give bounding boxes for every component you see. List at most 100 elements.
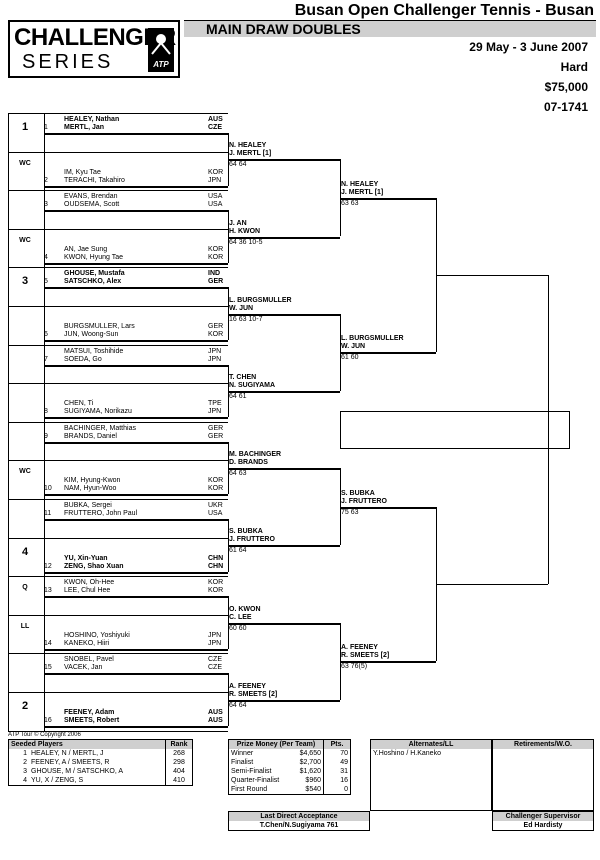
player-name: HOSHINO, Yoshiyuki <box>64 631 130 639</box>
player-name: KWON, Hyung Tae <box>64 253 124 261</box>
retirements-box: Retirements/W.O. <box>492 739 594 811</box>
player-country: KOR <box>208 168 224 176</box>
prize-money: $1,620 <box>289 767 324 776</box>
player-name: YU, Xin-Yuan <box>64 554 108 562</box>
player-country: JPN <box>208 408 222 416</box>
rank-header: Rank <box>165 739 193 749</box>
line-separator <box>8 692 228 693</box>
qf-winner: N. HEALEY <box>341 180 379 188</box>
player-name: SOEDA, Go <box>64 355 102 363</box>
team-line <box>44 133 228 135</box>
round2-winner: N. SUGIYAMA <box>229 381 276 389</box>
prize-money: $540 <box>289 785 324 795</box>
draw-position: 16 <box>44 717 52 724</box>
team-line <box>44 210 228 213</box>
player-country: AUS <box>208 709 223 716</box>
round2-winner: O. KWON <box>229 605 261 613</box>
qf-score: 75 63 <box>341 508 359 516</box>
prize-points: 0 <box>344 786 348 793</box>
round2-winner: A. FEENEY <box>229 682 266 690</box>
player-name: SATSCHKO, Alex <box>64 278 122 286</box>
draw-position: 5 <box>44 278 48 286</box>
team-line <box>44 494 228 497</box>
player-name: BUBKA, Sergei <box>64 502 112 509</box>
player-country: USA <box>208 510 223 517</box>
seed-label: 3 <box>21 275 29 288</box>
player-country: CZE <box>208 656 222 664</box>
round2-winner: H. KWON <box>229 227 261 235</box>
player-country: GER <box>208 424 224 432</box>
pts-header: Pts. <box>323 739 351 749</box>
line-separator <box>8 267 228 269</box>
player-country: KOR <box>208 253 224 261</box>
seed-label: 2 <box>21 700 29 712</box>
draw-subtitle: MAIN DRAW DOUBLES <box>184 20 596 37</box>
atp-logo-text: ATP <box>153 60 169 69</box>
prize-money: $4,650 <box>289 749 324 758</box>
draw-position: 4 <box>44 253 48 261</box>
draw-position: 10 <box>44 485 52 493</box>
seed-rank: 404 <box>173 768 185 775</box>
player-name: AN, Jae Sung <box>64 245 108 253</box>
sf-line <box>436 583 548 585</box>
seed-label: WC <box>19 159 31 167</box>
player-name: BACHINGER, Matthias <box>64 424 136 432</box>
player-name: BURGSMULLER, Lars <box>64 323 135 330</box>
prize-row: Semi-Finalist $1,620 31 <box>229 767 351 776</box>
prize-round: Semi-Finalist <box>231 768 272 775</box>
line-separator <box>8 576 228 578</box>
seed-label: WC <box>19 468 31 476</box>
round2-line <box>228 390 340 393</box>
player-country: JPN <box>208 176 222 184</box>
player-name: EVANS, Brendan <box>64 193 118 201</box>
round2-score: 60 60 <box>229 624 247 632</box>
round2-winner: W. JUN <box>229 304 254 312</box>
player-name: CHEN, Ti <box>64 400 94 408</box>
logo-line2: SERIES <box>22 51 114 73</box>
player-name: ZENG, Shao Xuan <box>64 562 124 570</box>
player-name: GHOUSE, Mustafa <box>64 270 125 278</box>
supervisor-value: Ed Hardisty <box>523 822 563 829</box>
qf-winner: A. FEENEY <box>341 644 378 652</box>
line-separator <box>8 421 228 423</box>
player-country: CHN <box>208 554 224 562</box>
player-name: TERACHI, Takahiro <box>64 176 125 184</box>
prize-money: $960 <box>289 776 324 785</box>
player-country: JPN <box>208 347 222 355</box>
player-name: MATSUI, Toshihide <box>64 347 124 355</box>
seed-label: WC <box>19 236 31 244</box>
player-country: CZE <box>208 664 222 672</box>
player-country: CHN <box>208 562 224 570</box>
player-country: UKR <box>208 502 223 509</box>
team-line <box>44 287 228 290</box>
round2-score: 64 63 <box>229 470 247 478</box>
player-name: IM, Kyu Tae <box>64 168 101 176</box>
seed-label: 1 <box>21 121 29 133</box>
round2-winner: N. HEALEY <box>229 142 267 150</box>
round2-score: 64 61 <box>229 392 247 400</box>
qf-winner: L. BURGSMULLER <box>341 335 404 343</box>
team-line <box>44 726 228 728</box>
player-country: KOR <box>208 579 224 587</box>
player-country: GER <box>208 432 224 440</box>
seed-team: HEALEY, N / MERTL, J <box>31 750 104 757</box>
player-name: FRUTTERO, John Paul <box>64 510 138 517</box>
player-country: AUS <box>208 717 223 724</box>
tournament-surface: Hard <box>560 60 588 74</box>
draw-left-edge <box>8 113 9 731</box>
draw-position: 3 <box>44 201 48 209</box>
prize-points: 31 <box>340 768 348 775</box>
seed-number: 3 <box>23 768 27 775</box>
team-line <box>44 364 228 367</box>
qf-winner: R. SMEETS [2] <box>341 652 390 660</box>
round2-line <box>228 313 340 316</box>
round2-line <box>228 159 340 162</box>
team-line <box>44 571 228 574</box>
player-name: HEALEY, Nathan <box>64 116 120 123</box>
round2-line <box>228 622 340 625</box>
